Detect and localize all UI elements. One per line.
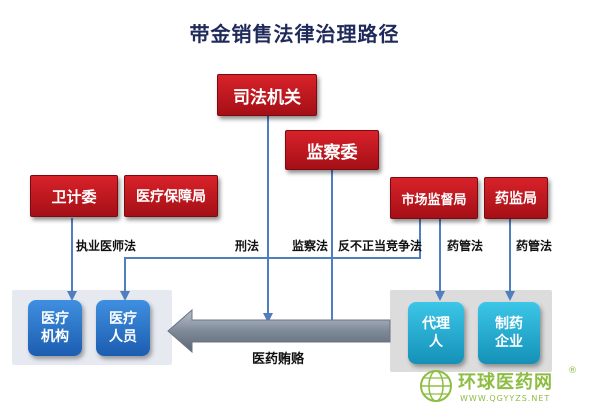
supervision-law-label: 监察法 (292, 239, 329, 253)
medical-security-box: 医疗保障局 (124, 175, 218, 217)
judiciary-box: 司法机关 (217, 74, 317, 116)
agent-label: 代理 人 (422, 316, 450, 350)
medical-staff-label: 医疗 人员 (109, 311, 137, 345)
pharma-company-box: 制药 企业 (478, 302, 540, 364)
drug-admin-law-label-2: 药管法 (516, 239, 553, 253)
medical-bribery-label: 医药贿赂 (252, 352, 305, 367)
watermark: 环球医药网 ® WWW.QGYYZS.NET (418, 366, 586, 416)
market-regulation-box: 市场监督局 (390, 177, 478, 219)
market-regulation-to-staff-connector (120, 218, 421, 301)
health-commission-box: 卫计委 (30, 175, 118, 217)
anti-unfair-competition-law-label: 反不正当竞争法 (338, 239, 423, 253)
drug-admin-box: 药监局 (484, 177, 548, 219)
medical-institution-label: 医疗 机构 (41, 311, 69, 345)
watermark-name: 环球医药网 (458, 372, 553, 393)
pharma-company-label: 制药 企业 (495, 316, 523, 350)
medical-staff-box: 医疗 人员 (96, 300, 150, 356)
supervision-box: 监察委 (285, 130, 379, 170)
globe-icon (420, 370, 452, 402)
practicing-physician-law-label: 执业医师法 (76, 239, 137, 253)
agent-box: 代理 人 (408, 302, 464, 364)
bribery-arrow (167, 308, 391, 354)
watermark-url: WWW.QGYYZS.NET (460, 394, 551, 403)
medical-institution-box: 医疗 机构 (28, 300, 82, 356)
registered-mark: ® (568, 366, 577, 376)
drug-admin-law-label-1: 药管法 (447, 239, 484, 253)
criminal-law-label: 刑法 (235, 239, 260, 253)
diagram-title: 带金销售法律治理路径 (189, 22, 400, 46)
